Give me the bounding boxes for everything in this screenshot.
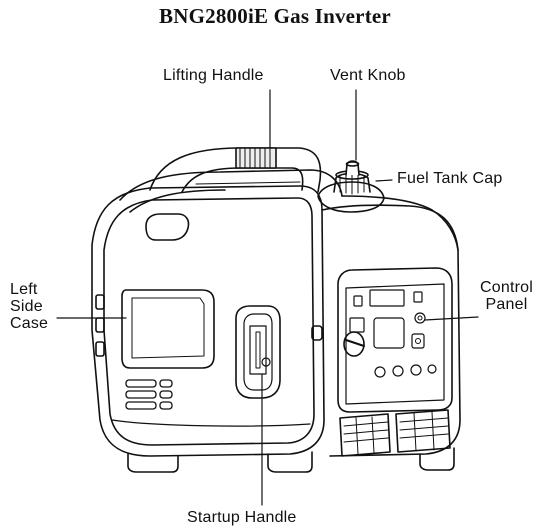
startup-recess-inner [243, 313, 273, 391]
control-button-2 [392, 365, 404, 377]
grille-left-slats [343, 416, 389, 455]
label-fuel-tank-cap: Fuel Tank Cap [397, 170, 503, 187]
label-left-side-case-line-3: Case [10, 315, 49, 332]
control-button-1 [374, 366, 386, 378]
side-panel-recess-inner [131, 297, 205, 359]
foot-rear-right [419, 447, 455, 471]
control-button-3 [410, 364, 422, 376]
body-right-top-edge [341, 195, 459, 251]
control-outlet-left [349, 317, 365, 333]
lower-grilles [339, 409, 451, 457]
control-main-socket [373, 317, 405, 349]
body-top-ridge-2 [129, 189, 226, 213]
control-button-4 [427, 364, 437, 374]
control-panel [337, 267, 453, 413]
control-panel-frame [337, 267, 453, 413]
control-switch [411, 333, 425, 349]
control-indicator-a [353, 295, 363, 307]
lower-body-crease [111, 419, 311, 427]
startup-handle-knob [261, 357, 271, 367]
fuel-tank-cap [317, 160, 385, 213]
side-latch-2 [95, 317, 105, 333]
label-startup-handle: Startup Handle [187, 509, 297, 526]
cap-base [317, 181, 385, 213]
body-top-ridge [119, 169, 343, 201]
lifting-handle [149, 147, 322, 193]
handle-grip-hatching [239, 147, 271, 169]
handle-base-slot [195, 181, 301, 185]
cap-ribs [339, 173, 365, 195]
startup-recess-outer [235, 305, 281, 399]
diagram-title: BNG2800iE Gas Inverter [159, 4, 391, 28]
body-front-inner [103, 197, 315, 446]
startup-handle [235, 305, 281, 399]
lower-left-vents [125, 379, 173, 410]
label-vent-knob: Vent Knob [330, 67, 406, 84]
top-emblem-recess [145, 213, 190, 241]
control-indicator-b [413, 291, 423, 303]
label-control-panel-line-1: Control [480, 279, 533, 296]
choke-knob [343, 331, 365, 357]
leader-fuel-tank-cap [375, 179, 393, 182]
foot-front-right [267, 451, 313, 473]
control-display [369, 289, 405, 307]
foot-front-left [127, 453, 179, 473]
side-latch-1 [95, 294, 105, 310]
label-left-side-case-line-2: Side [10, 298, 43, 315]
grille-right-slats [399, 411, 449, 452]
side-latch-3 [95, 341, 105, 357]
label-left-side-case: Left Side Case [10, 281, 48, 332]
control-button-top-inner [417, 315, 423, 321]
startup-grip-slot [255, 331, 261, 369]
left-side-case [95, 289, 311, 427]
grille-right [395, 409, 451, 453]
label-control-panel-line-2: Panel [485, 296, 528, 313]
choke-knob-lever [345, 339, 365, 347]
side-panel-recess [121, 289, 215, 369]
grille-left [339, 413, 391, 457]
vent-knob-top [345, 161, 360, 167]
feet [127, 447, 455, 473]
startup-handle-grip [249, 325, 267, 375]
label-left-side-case-line-1: Left [10, 281, 38, 298]
label-lifting-handle: Lifting Handle [163, 67, 264, 84]
control-panel-face [345, 283, 445, 405]
body-front-outline [91, 185, 325, 457]
right-latch [311, 325, 323, 341]
control-button-top [414, 312, 426, 324]
handle-grip [235, 147, 277, 169]
label-control-panel: Control Panel [480, 279, 533, 313]
control-switch-dot [415, 338, 421, 344]
